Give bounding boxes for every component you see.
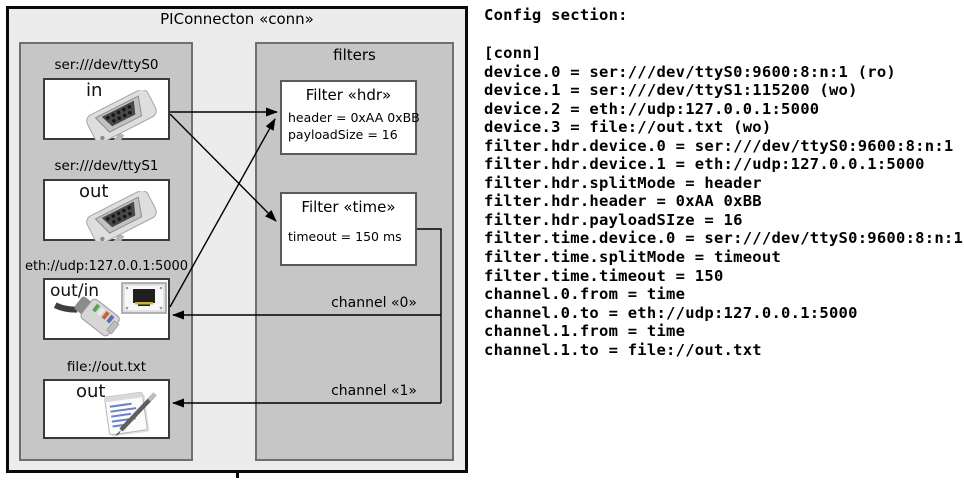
filter-hdr-title: Filter «hdr» [305, 86, 392, 104]
config-line: filter.hdr.device.1 = eth://udp:127.0.0.… [484, 155, 925, 174]
direction-label: out [79, 181, 109, 202]
config-line: filter.hdr.splitMode = header [484, 173, 762, 192]
config-line: channel.0.from = time [484, 285, 686, 304]
bottom-tick-mark [236, 473, 239, 478]
device-box-ttyS1: out [43, 179, 170, 241]
device-label-file: file://out.txt [66, 359, 147, 375]
filter-time-title: Filter «time» [301, 198, 396, 216]
config-line: filter.time.splitMode = timeout [484, 248, 782, 267]
config-line: channel.0.to = eth://udp:127.0.0.1:5000 [484, 303, 858, 322]
device-box-file: out [43, 379, 170, 439]
diagram-title: PIConnecton «conn» [160, 10, 314, 28]
ethernet-plug-icon [53, 296, 120, 337]
config-line: filter.time.timeout = 150 [484, 266, 724, 285]
config-line: filter.hdr.device.0 = ser:///dev/ttyS0:9… [484, 136, 954, 155]
serial-connector-icon [86, 191, 157, 241]
config-line: filter.time.device.0 = ser:///dev/ttyS0:… [484, 229, 964, 248]
ethernet-port-icon [121, 282, 167, 314]
config-line: channel.1.to = file://out.txt [484, 340, 762, 359]
config-line: filter.hdr.payloadSIze = 16 [484, 210, 743, 229]
device-label-eth: eth://udp:127.0.0.1:5000 [24, 259, 189, 274]
filter-time-box: Filter «time» timeout = 150 ms [280, 192, 417, 266]
device-label-ttyS0: ser:///dev/ttyS0 [54, 57, 159, 73]
config-lines: [conn]device.0 = ser:///dev/ttyS0:9600:8… [484, 44, 963, 359]
direction-label: out/in [50, 281, 100, 301]
config-line: device.1 = ser:///dev/ttyS1:115200 (wo) [484, 81, 858, 100]
channel-0-label: channel «0» [331, 295, 417, 311]
device-box-ttyS0: in [43, 78, 170, 140]
filter-hdr-property: payloadSize = 16 [288, 127, 398, 142]
config-line: device.0 = ser:///dev/ttyS0:9600:8:n:1 (… [484, 62, 897, 81]
device-label-ttyS1: ser:///dev/ttyS1 [54, 158, 159, 174]
filter-hdr-box: Filter «hdr» header = 0xAA 0xBB payloadS… [280, 80, 420, 155]
config-line: device.3 = file://out.txt (wo) [484, 118, 772, 137]
config-heading: Config section: [484, 6, 628, 24]
notepad-icon [104, 391, 157, 437]
direction-label: in [86, 80, 103, 101]
filter-hdr-property: header = 0xAA 0xBB [288, 110, 420, 125]
config-line: [conn] [484, 44, 542, 62]
filters-column-title: filters [333, 46, 376, 64]
direction-label: out [76, 381, 106, 402]
device-box-eth: out/in [43, 278, 170, 340]
channel-1-label: channel «1» [331, 383, 417, 399]
config-line: device.2 = eth://udp:127.0.0.1:5000 [484, 99, 820, 118]
config-line: filter.hdr.header = 0xAA 0xBB [484, 192, 762, 211]
config-line: channel.1.from = time [484, 322, 686, 341]
serial-connector-icon [86, 90, 157, 140]
filter-time-property: timeout = 150 ms [288, 229, 402, 244]
